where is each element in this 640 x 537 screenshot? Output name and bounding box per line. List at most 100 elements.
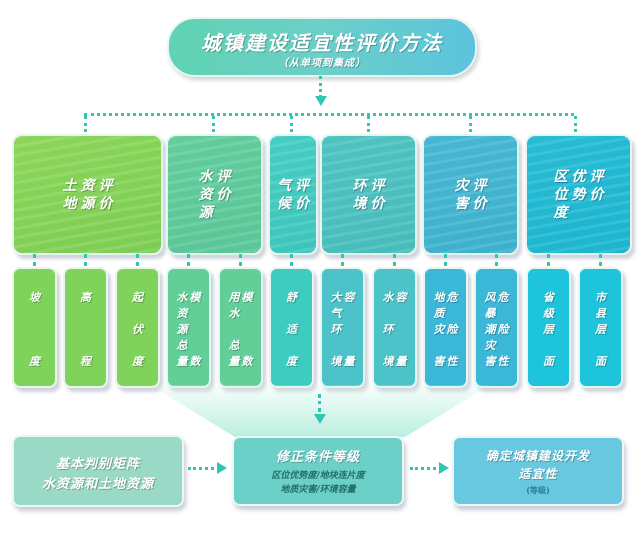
sub-indicator-char xyxy=(29,323,40,336)
sub-indicator-char: 舒 xyxy=(286,291,297,304)
correction-title: 修正条件等级 xyxy=(275,450,360,465)
sub-indicator-char: 性 xyxy=(497,355,509,368)
sub-indicator-char xyxy=(344,323,355,336)
category-char: 评 xyxy=(216,168,231,185)
category-label: 区位度优势评价 xyxy=(527,168,630,222)
sub-indicator-char: 性 xyxy=(446,355,458,368)
category-char: 势 xyxy=(571,186,586,203)
sub-connector xyxy=(33,254,36,266)
category-char: 水 xyxy=(198,168,213,185)
category-card-climate: 气候评价 xyxy=(268,134,318,255)
category-char: 害 xyxy=(454,195,469,212)
sub-indicator-char: 起 xyxy=(132,291,143,304)
sub-indicator-char: 坡 xyxy=(29,291,40,304)
branch-connector xyxy=(84,113,574,116)
sub-indicator-char: 面 xyxy=(543,355,554,368)
fan-connector xyxy=(318,394,321,412)
category-label: 土地资源评价 xyxy=(14,177,161,213)
category-char: 评 xyxy=(589,168,604,185)
sub-indicator-char xyxy=(132,307,143,320)
basic-matrix-desc: 水资源和土地资源 xyxy=(41,477,154,492)
sub-connector xyxy=(187,254,190,266)
sub-indicator-char xyxy=(344,307,355,320)
category-char: 候 xyxy=(277,195,291,212)
sub-indicator-char xyxy=(434,339,445,352)
category-card-water: 水资源评价 xyxy=(166,134,263,255)
basic-matrix-title: 基本判别矩阵 xyxy=(55,457,140,472)
sub-indicator-char: 总 xyxy=(228,339,240,352)
category-char: 环 xyxy=(352,177,367,194)
category-background-image xyxy=(322,136,415,253)
correction-line1: 区位优势度/地块连片度 xyxy=(271,471,365,481)
sub-indicator-char: 量 xyxy=(395,355,407,368)
sub-indicator-char: 模 xyxy=(189,291,201,304)
sub-indicator-char xyxy=(383,307,394,320)
title-banner: 城镇建设适宜性评价方法 （从单项到集成） xyxy=(167,17,477,77)
sub-indicator-char: 害 xyxy=(433,355,445,368)
category-label: 灾害评价 xyxy=(424,177,517,213)
sub-indicator-char: 面 xyxy=(595,355,606,368)
category-card-location: 区位度优势评价 xyxy=(525,134,632,255)
category-char: 位 xyxy=(553,186,568,203)
correction-box: 修正条件等级 区位优势度/地块连片度 地质灾害/环境容量 xyxy=(232,436,404,506)
sub-indicator-char xyxy=(242,323,253,336)
sub-indicator-char: 气 xyxy=(330,307,342,320)
flow-connector xyxy=(410,467,436,470)
sub-indicator-char: 灾 xyxy=(433,323,445,336)
sub-indicator-geo-hazard: 地质灾 害危 险 性 xyxy=(423,267,468,388)
sub-indicator-char: 度 xyxy=(286,355,297,368)
category-char: 价 xyxy=(216,186,231,203)
final-result-box: 确定城镇建设开发 适宜性 (等级) xyxy=(452,436,624,506)
category-char: 价 xyxy=(295,195,309,212)
sub-indicator-char xyxy=(344,339,355,352)
sub-indicator-relief: 起 伏 度 xyxy=(115,267,160,388)
sub-indicator-char: 危 xyxy=(446,291,458,304)
sub-indicator-char xyxy=(242,307,253,320)
sub-indicator-char xyxy=(498,307,509,320)
category-connector xyxy=(84,116,87,132)
category-char: 价 xyxy=(472,195,487,212)
final-line1: 确定城镇建设开发 xyxy=(485,449,590,463)
category-char: 度 xyxy=(553,204,568,221)
sub-indicator-char xyxy=(396,323,407,336)
sub-indicator-char: 地 xyxy=(433,291,445,304)
sub-indicator-char: 环 xyxy=(330,323,342,336)
sub-indicator-char: 大 xyxy=(330,291,342,304)
sub-indicator-char xyxy=(190,323,201,336)
sub-indicator-elevation: 高 程 xyxy=(63,267,108,388)
sub-connector xyxy=(239,254,242,266)
diagram-title: 城镇建设适宜性评价方法 xyxy=(201,31,443,55)
category-background-image xyxy=(270,136,316,253)
correction-line2: 地质灾害/环境容量 xyxy=(280,485,356,495)
sub-connector xyxy=(84,254,87,266)
category-char: 灾 xyxy=(454,177,469,194)
sub-indicator-char xyxy=(543,339,554,352)
sub-connector xyxy=(444,254,447,266)
sub-indicator-char: 水 xyxy=(228,307,240,320)
sub-indicator-char: 水 xyxy=(382,291,394,304)
category-background-image xyxy=(14,136,161,253)
sub-indicator-char xyxy=(286,307,297,320)
sub-indicator-char: 程 xyxy=(80,355,91,368)
sub-indicator-char: 险 xyxy=(497,323,509,336)
sub-indicator-char: 源 xyxy=(176,323,188,336)
category-background-image xyxy=(527,136,630,253)
flow-connector xyxy=(188,467,214,470)
category-char: 资 xyxy=(80,177,95,194)
sub-indicator-char: 度 xyxy=(132,355,143,368)
category-char: 源 xyxy=(80,195,95,212)
sub-indicator-char xyxy=(190,307,201,320)
sub-indicator-char: 数 xyxy=(241,355,253,368)
sub-indicator-char xyxy=(447,307,458,320)
sub-indicator-char: 数 xyxy=(189,355,201,368)
category-connector xyxy=(212,116,215,132)
sub-indicator-char: 模 xyxy=(241,291,253,304)
category-char: 价 xyxy=(370,195,385,212)
sub-indicator-char: 量 xyxy=(228,355,240,368)
arrow-down-icon xyxy=(315,96,327,106)
sub-indicator-char: 水 xyxy=(176,291,188,304)
arrow-down-icon xyxy=(314,414,326,424)
sub-indicator-char xyxy=(447,339,458,352)
category-char: 价 xyxy=(589,186,604,203)
sub-indicator-char xyxy=(29,307,40,320)
